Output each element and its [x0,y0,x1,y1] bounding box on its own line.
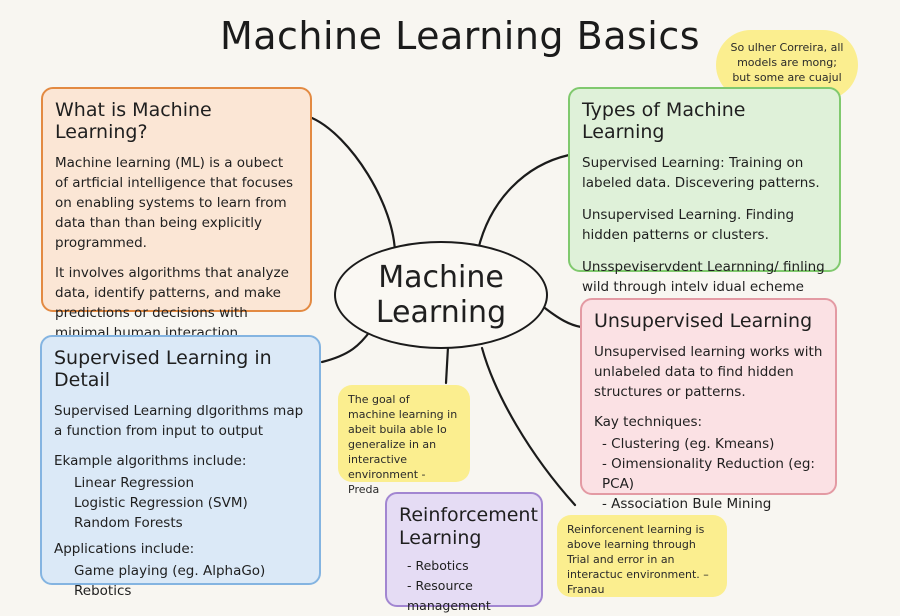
connector-unsupervised [539,303,583,329]
card-paragraph: Unsspeviservdent Learnning/ finling wild… [582,259,825,295]
card-heading: Reinforcement Learning [399,504,538,550]
list-item: Random Forests [74,515,183,531]
card-unsupervised-learning: Unsupervised Learning Unsupervised learn… [580,298,837,512]
card-paragraph: Supervised Learning dlgorithms map a fun… [54,403,304,439]
card-reinforcement-learning: Reinforcement Learning - Rebotics - Reso… [385,492,543,613]
quote-note-goal: The goal of machine learning in abeit bu… [338,385,470,496]
reinforcement-list: - Rebotics - Resource management [399,556,529,616]
central-node-machine-learning: Machine Learning [334,241,548,349]
card-heading: Supervised Learning in Detail [54,347,272,391]
card-paragraph: It involves algorithms that analyze data… [55,265,289,341]
card-paragraph: Unsupervised learning works with unlabel… [594,344,823,400]
examples-label: Ekample algorithms include: [54,453,247,469]
list-item: Logistic Regression (SVM) [74,495,248,511]
list-item: - Rebotics [407,558,469,573]
card-paragraph: Supervised Learning: Training on labeled… [582,155,820,191]
card-paragraph: Machine learning (ML) is a oubect of art… [55,155,294,251]
examples-list: Linear Regression Logistic Regression (S… [54,473,307,533]
hub-line: Learning [375,295,507,330]
applications-label: Applications include: [54,541,195,557]
list-item: Rebotics [74,583,132,599]
heading-line: Reinforcement [399,504,538,526]
list-item: Game playing (eg. AlphaGo) [74,563,266,579]
card-types-of-ml: Types of Machine Learning Supervised Lea… [568,87,841,295]
connector-lines [310,116,583,507]
connector-reinforcement [480,346,577,507]
hub-line: Machine [378,260,504,295]
applications-list: Game playing (eg. AlphaGo) Rebotics [54,561,307,601]
quote-note-reinforcement: Reinforcenent learning is above learning… [557,515,727,597]
techniques-list: - Clustering (eg. Kmeans) - Oimensionali… [594,434,823,514]
card-heading: What is Machine Learning? [55,99,212,143]
connector-goal-note [444,345,450,385]
connector-supervised [320,328,373,364]
list-item: - Oimensionality Reduction (eg: PCA) [602,456,815,492]
page-title: Machine Learning Basics [219,14,701,58]
card-paragraph: Unsupervised Learning. Finding hidden pa… [582,207,795,243]
techniques-label: Kay techniques: [594,414,703,430]
list-item: - Clustering (eg. Kmeans) [602,436,775,452]
connector-what-is [310,116,397,257]
list-item: Linear Regression [74,475,195,491]
card-what-is-ml: What is Machine Learning? Machine learni… [41,87,312,341]
list-item: - Resource management [407,578,491,613]
list-item: - Association Bule Mining [602,496,772,512]
card-heading: Types of Machine Learning [582,99,746,143]
card-supervised-learning-detail: Supervised Learning in Detail Supervised… [40,335,321,599]
heading-line: Learning [399,527,482,549]
connector-types [476,153,571,252]
card-heading: Unsupervised Learning [594,310,813,332]
